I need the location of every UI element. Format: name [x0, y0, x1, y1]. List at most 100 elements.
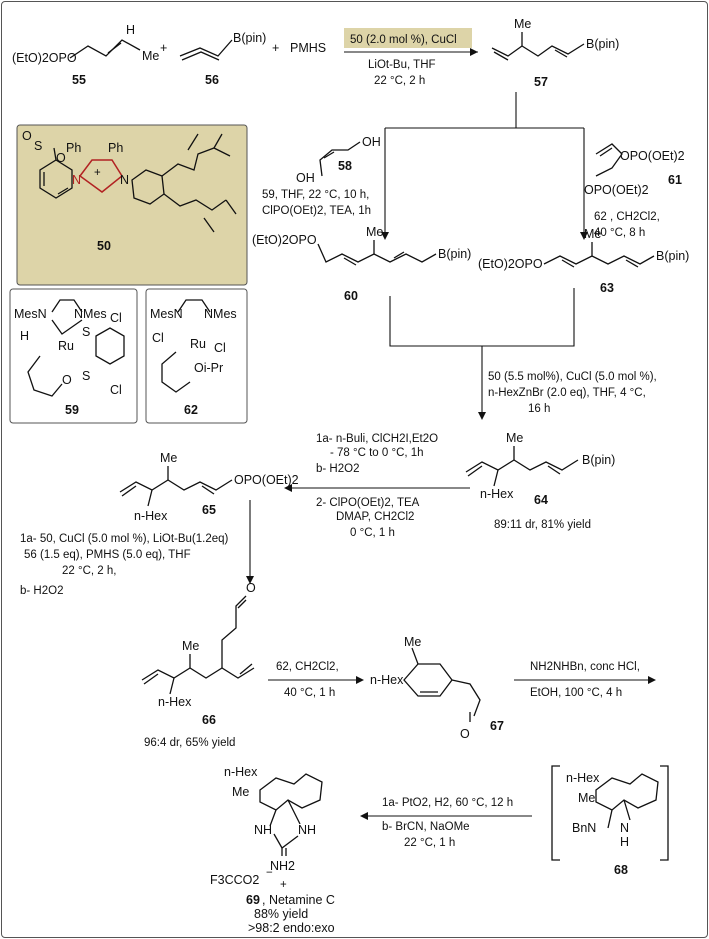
c62-oipr: Oi-Pr [194, 361, 223, 375]
c69-number: 69 [246, 893, 260, 907]
c50-o2: O [56, 151, 66, 165]
step65-line1: 1a- n-Buli, ClCH2I,Et2O [316, 433, 438, 445]
c58-oh1: OH [296, 171, 315, 185]
c63-left: (EtO)2OPO [478, 257, 543, 271]
c69-plus: + [280, 879, 287, 891]
c64-number: 64 [534, 493, 548, 507]
c63-me: Me [584, 227, 601, 241]
c50-ph2: Ph [108, 141, 123, 155]
c60-me: Me [366, 225, 383, 239]
compound-69: n-Hex Me NH NH NH2 F3CCO2 − + 69 , Netam… [210, 765, 335, 935]
c67-number: 67 [490, 719, 504, 733]
c59-h: H [20, 329, 29, 343]
step66-line2: 56 (1.5 eq), PMHS (5.0 eq), THF [24, 549, 191, 561]
compound-64: Me B(pin) n-Hex 64 89:11 dr, 81% yield [465, 431, 615, 531]
compound-66: O Me n-Hex 66 96:4 dr, 65% yield [141, 581, 256, 749]
c69-nh2: NH [298, 823, 316, 837]
c59-s2: S [82, 369, 90, 383]
c57-number: 57 [534, 75, 548, 89]
c66-hex: n-Hex [158, 695, 192, 709]
pmhs-label: PMHS [290, 41, 326, 55]
c59-s1: S [82, 325, 90, 339]
c55-h: H [126, 23, 135, 37]
compound-63: (EtO)2OPO Me B(pin) 63 [478, 227, 689, 295]
step65-line3: b- H2O2 [316, 463, 359, 475]
compound-62: MesN NMes Cl Ru Cl Oi-Pr 62 [150, 299, 237, 417]
c64-label: B(pin) [582, 453, 615, 467]
c69-minus: − [266, 867, 273, 879]
c55-me: Me [142, 49, 159, 63]
step69-line3: 22 °C, 1 h [404, 837, 455, 849]
step66-line3: 22 °C, 2 h, [62, 565, 116, 577]
c55-number: 55 [72, 73, 86, 87]
step64-line3: 16 h [528, 403, 550, 415]
c69-me: Me [232, 785, 249, 799]
compound-60: (EtO)2OPO Me B(pin) 60 [252, 225, 471, 303]
c65-label: OPO(OEt)2 [234, 473, 299, 487]
c67-me: Me [404, 635, 421, 649]
c61-g2: OPO(OEt)2 [584, 183, 649, 197]
plus-sign-1: + [160, 41, 167, 55]
c68-number: 68 [614, 863, 628, 877]
c62-cl1: Cl [152, 331, 164, 345]
step67-line2: 40 °C, 1 h [284, 687, 335, 699]
catalyst-62-box [145, 288, 248, 424]
c68-n: N [620, 821, 629, 835]
c58-number: 58 [338, 159, 352, 173]
compound-68: n-Hex Me BnN N H 68 [551, 765, 669, 877]
c67-o: O [460, 727, 470, 741]
c50-n1: N [72, 173, 81, 187]
step61-line1: 62 , CH2Cl2, [594, 211, 660, 223]
c62-mes2: NMes [204, 307, 237, 321]
compound-65: Me OPO(OEt)2 n-Hex 65 [119, 451, 299, 523]
compound-67: Me n-Hex O 67 [370, 635, 504, 741]
step1-line1: 50 (2.0 mol %), CuCl [350, 34, 457, 46]
c63-number: 63 [600, 281, 614, 295]
c69-hex: n-Hex [224, 765, 258, 779]
step66-line4: b- H2O2 [20, 585, 63, 597]
compound-61: OPO(OEt)2 OPO(OEt)2 61 [584, 143, 685, 197]
c68-me: Me [578, 791, 595, 805]
step61-line2: 40 °C, 8 h [594, 227, 645, 239]
catalyst-50-box [16, 124, 248, 286]
step58-line1: 59, THF, 22 °C, 10 h, [262, 189, 369, 201]
step65-line5: DMAP, CH2Cl2 [336, 511, 414, 523]
c59-o: O [62, 373, 72, 387]
c68-hex: n-Hex [566, 771, 600, 785]
compound-57: Me B(pin) 57 [491, 17, 619, 89]
c60-number: 60 [344, 289, 358, 303]
c65-me: Me [160, 451, 177, 465]
c69-counter: F3CCO2 [210, 873, 259, 887]
c64-hex: n-Hex [480, 487, 514, 501]
plus-sign-2: + [272, 41, 279, 55]
c68-bnn: BnN [572, 821, 596, 835]
c69-ratio: >98:2 endo:exo [248, 921, 335, 935]
c61-number: 61 [668, 173, 682, 187]
c60-left: (EtO)2OPO [252, 233, 317, 247]
step65-line2: - 78 °C to 0 °C, 1h [330, 447, 424, 459]
c62-ru: Ru [190, 337, 206, 351]
c57-me: Me [514, 17, 531, 31]
c59-cl1: Cl [110, 311, 122, 325]
step1-line3: 22 °C, 2 h [374, 75, 425, 87]
step68-line2: EtOH, 100 °C, 4 h [530, 687, 622, 699]
c69-nh3: NH2 [270, 859, 295, 873]
c66-me: Me [182, 639, 199, 653]
catalyst-59-box [9, 288, 138, 424]
step65-line4: 2- ClPO(OEt)2, TEA [316, 497, 420, 509]
step58-line2: ClPO(OEt)2, TEA, 1h [262, 205, 371, 217]
c50-number: 50 [97, 239, 111, 253]
c59-mes2: NMes [74, 307, 107, 321]
c67-hex: n-Hex [370, 673, 404, 687]
c66-o: O [246, 581, 256, 595]
c50-n2: N [120, 173, 129, 187]
catalyst-highlight [344, 28, 472, 48]
c55-label: (EtO)2OPO [12, 51, 77, 65]
c59-mes1: MesN [14, 307, 47, 321]
step66-line1: 1a- 50, CuCl (5.0 mol %), LiOt-Bu(1.2eq) [20, 533, 229, 545]
compound-50: S O O Ph Ph N N + 50 [22, 129, 237, 253]
c59-ru: Ru [58, 339, 74, 353]
compound-59: MesN NMes H Ru S S Cl Cl O 59 [14, 299, 125, 417]
c59-cl2: Cl [110, 383, 122, 397]
step68-line1: NH2NHBn, conc HCl, [530, 661, 640, 673]
